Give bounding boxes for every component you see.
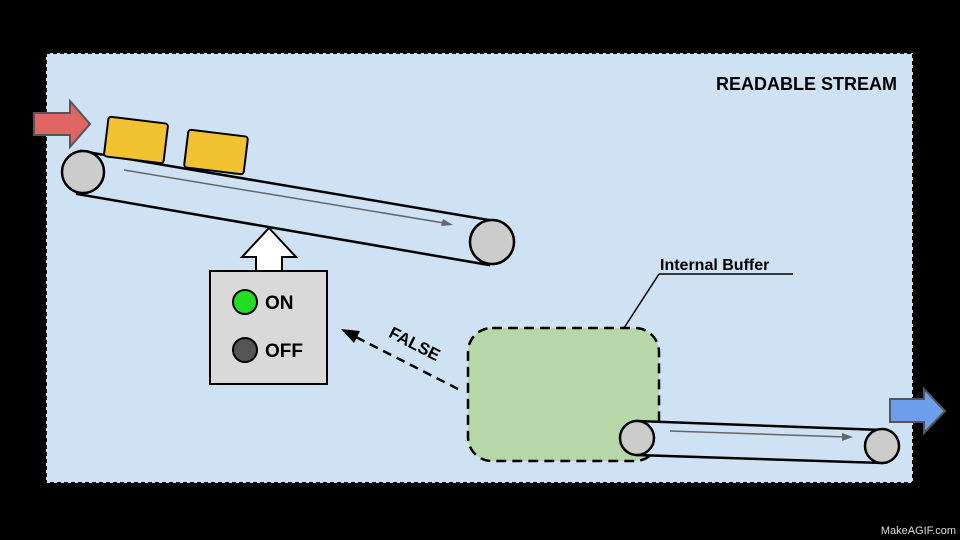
buffer-callout-line bbox=[623, 273, 660, 329]
upper-right-roller bbox=[468, 218, 516, 266]
output-arrow-icon bbox=[889, 386, 947, 436]
switch-panel-box bbox=[209, 270, 328, 385]
off-indicator-light bbox=[232, 337, 258, 363]
buffer-label: Internal Buffer bbox=[660, 257, 769, 274]
lower-conveyor bbox=[618, 419, 901, 465]
flow-switch-panel: ON OFF bbox=[209, 270, 328, 385]
data-chunk bbox=[183, 128, 249, 176]
lower-left-roller bbox=[618, 419, 656, 457]
off-label: OFF bbox=[265, 341, 303, 362]
upper-belt-arrowhead bbox=[441, 219, 453, 226]
stream-title: READABLE STREAM bbox=[716, 74, 897, 94]
upper-left-roller bbox=[60, 149, 106, 195]
lower-belt-arrowhead bbox=[842, 433, 853, 441]
on-indicator-light bbox=[232, 289, 258, 315]
data-chunk bbox=[103, 115, 169, 165]
watermark: MakeAGIF.com bbox=[881, 525, 956, 537]
input-arrow-icon bbox=[33, 98, 92, 150]
false-signal-arrow bbox=[351, 333, 459, 391]
false-signal-arrowhead bbox=[341, 329, 360, 343]
upper-conveyor bbox=[60, 149, 516, 267]
on-label: ON bbox=[265, 293, 294, 314]
lower-belt-direction-arrow bbox=[669, 430, 847, 438]
upper-belt-direction-arrow bbox=[123, 169, 451, 225]
internal-buffer bbox=[466, 326, 661, 463]
lower-right-roller bbox=[863, 427, 901, 465]
